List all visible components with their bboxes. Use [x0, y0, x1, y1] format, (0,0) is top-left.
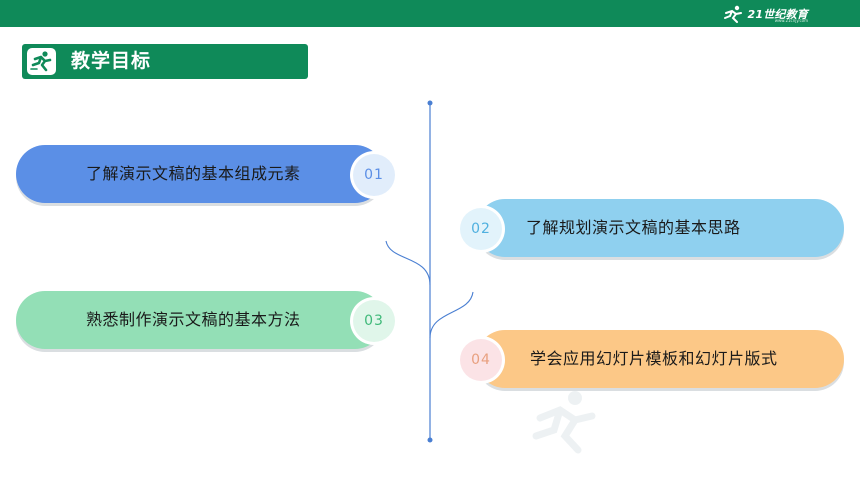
goal-number-badge-3: 03: [350, 297, 398, 345]
brand-logo: 21世纪教育: [722, 5, 808, 23]
goal-item-2: 了解规划演示文稿的基本思路: [476, 199, 844, 257]
goal-number-2: 02: [460, 208, 502, 250]
goal-text-4: 学会应用幻灯片模板和幻灯片版式: [530, 349, 778, 368]
goal-number-badge-1: 01: [350, 151, 398, 199]
page-title: 教学目标: [71, 50, 152, 72]
goal-number-badge-2: 02: [457, 205, 505, 253]
watermark-logo-icon: [532, 391, 596, 454]
goal-text-1: 了解演示文稿的基本组成元素: [86, 164, 301, 183]
goal-text-3: 熟悉制作演示文稿的基本方法: [86, 310, 301, 329]
goal-number-4: 04: [460, 339, 502, 381]
goal-item-4: 学会应用幻灯片模板和幻灯片版式: [476, 330, 844, 388]
goal-item-1: 了解演示文稿的基本组成元素: [16, 145, 384, 203]
runner-logo-icon: [724, 5, 743, 23]
brand-url: www.21cnjy.com: [774, 18, 808, 23]
goal-text-2: 了解规划演示文稿的基本思路: [526, 218, 741, 237]
section-title-bar: 教学目标: [22, 44, 308, 79]
goal-item-3: 熟悉制作演示文稿的基本方法: [16, 291, 384, 349]
top-bar: [0, 0, 860, 27]
brand-name: 21世纪教育: [747, 7, 808, 21]
goal-number-1: 01: [353, 154, 395, 196]
goal-number-3: 03: [353, 300, 395, 342]
goal-number-badge-4: 04: [457, 336, 505, 384]
runner-icon: [27, 48, 56, 75]
